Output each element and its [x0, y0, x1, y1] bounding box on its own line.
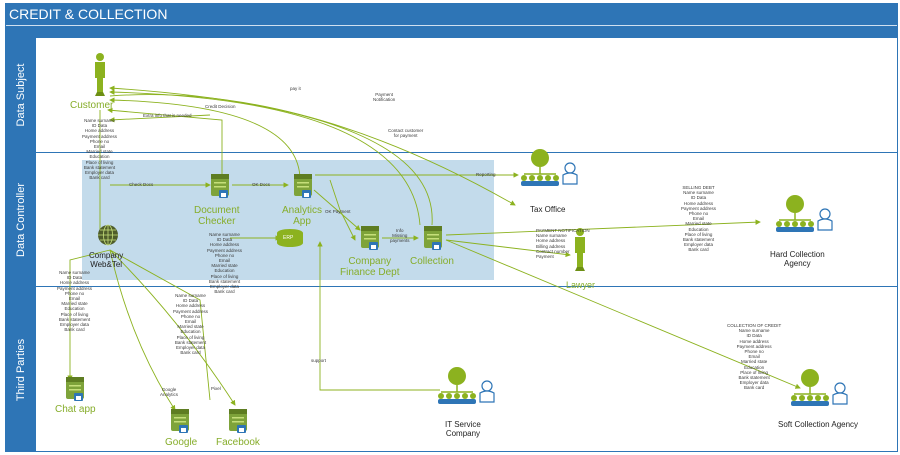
- edge-label-reporting: Reporting: [476, 172, 496, 177]
- edge-label-pixel: Pixel: [211, 386, 221, 391]
- customer-data-list: Name surname ID Data Home address Paymen…: [82, 118, 118, 181]
- chat-app-label: Chat app: [55, 404, 96, 415]
- company-boundary: [82, 160, 494, 280]
- hard-collection-label: Hard Collection Agency: [770, 250, 825, 268]
- header-strip: [5, 25, 898, 38]
- customer-label: Customer: [70, 100, 114, 111]
- lawyer-notification-list: PAYMENT NOTIFICATION Name surname Home a…: [536, 228, 590, 260]
- facebook-label: Facebook: [216, 437, 260, 448]
- it-service-label: IT Service Company: [445, 420, 481, 438]
- edge-label-pay-it: pay it: [290, 86, 301, 91]
- edge-label-credit-decision: Credit Decision: [205, 104, 236, 109]
- soft-collection-label: Soft Collection Agency: [778, 420, 859, 429]
- lane-header-third-parties: Third Parties: [5, 287, 36, 452]
- customer-icon: [95, 53, 105, 96]
- collection-credit-list: COLLECTION OF CREDIT Name surname ID Dat…: [727, 323, 782, 391]
- company-web-label: Company Web&Tel: [89, 251, 124, 269]
- collection-server-icon: [424, 226, 442, 250]
- edge-label-ok-docs: OK Docs: [252, 182, 271, 187]
- lane-header-data-controller: Data Controller: [5, 153, 36, 286]
- lane-divider: [5, 152, 898, 153]
- diagram-title: CREDIT & COLLECTION: [5, 3, 898, 25]
- lane-divider: [5, 286, 898, 287]
- erp-database-icon: [277, 229, 303, 247]
- edge-label-google-analytics: Google Analytics: [160, 387, 179, 397]
- lane-header-data-subject: Data Subject: [5, 38, 36, 152]
- document-checker-icon: [211, 174, 229, 198]
- edge-label-extra-info: Extra info that is needed: [143, 113, 192, 118]
- company-finance-label: Company Finance Dept: [340, 256, 400, 278]
- edge-label-contact-customer: Contact customer for payment: [388, 128, 424, 138]
- facebook-icon: [229, 409, 247, 433]
- edge-label-check-docs: Check Docs: [129, 182, 154, 187]
- analytics-app-icon: [294, 174, 312, 198]
- globe-icon: [98, 224, 118, 246]
- tax-office-icon: [520, 148, 578, 187]
- checker-data-list: Name surname ID Data Home address Paymen…: [207, 232, 243, 295]
- web-data-list: Name surname ID Data Home address Paymen…: [173, 293, 209, 356]
- analytics-app-label: Analytics App: [282, 205, 323, 227]
- erp-label: ERP: [283, 235, 294, 241]
- hard-collection-icon: [775, 194, 833, 233]
- company-finance-icon: [361, 226, 379, 250]
- google-icon: [171, 409, 189, 433]
- edge-label-ok-payment: OK Payment: [325, 209, 351, 214]
- lawyer-label: Lawyer: [566, 280, 596, 290]
- chat-app-icon: [66, 377, 84, 401]
- document-checker-label: Document Checker: [194, 205, 240, 227]
- chat-data-list: Name surname ID Data Home address Paymen…: [57, 270, 93, 333]
- google-label: Google: [165, 437, 198, 448]
- collection-label: Collection: [410, 256, 454, 267]
- it-service-icon: [437, 366, 495, 405]
- edge-label-payment-notification: Payment Notification: [373, 92, 396, 102]
- edge-label-info-missing: Info Missing payments: [390, 228, 410, 243]
- selling-debt-list: SELLING DEBT Name surname ID Data Home a…: [681, 185, 717, 253]
- edge-label-support: support: [311, 358, 327, 363]
- tax-office-label: Tax Office: [530, 205, 566, 214]
- edge-pay-it: [109, 94, 516, 206]
